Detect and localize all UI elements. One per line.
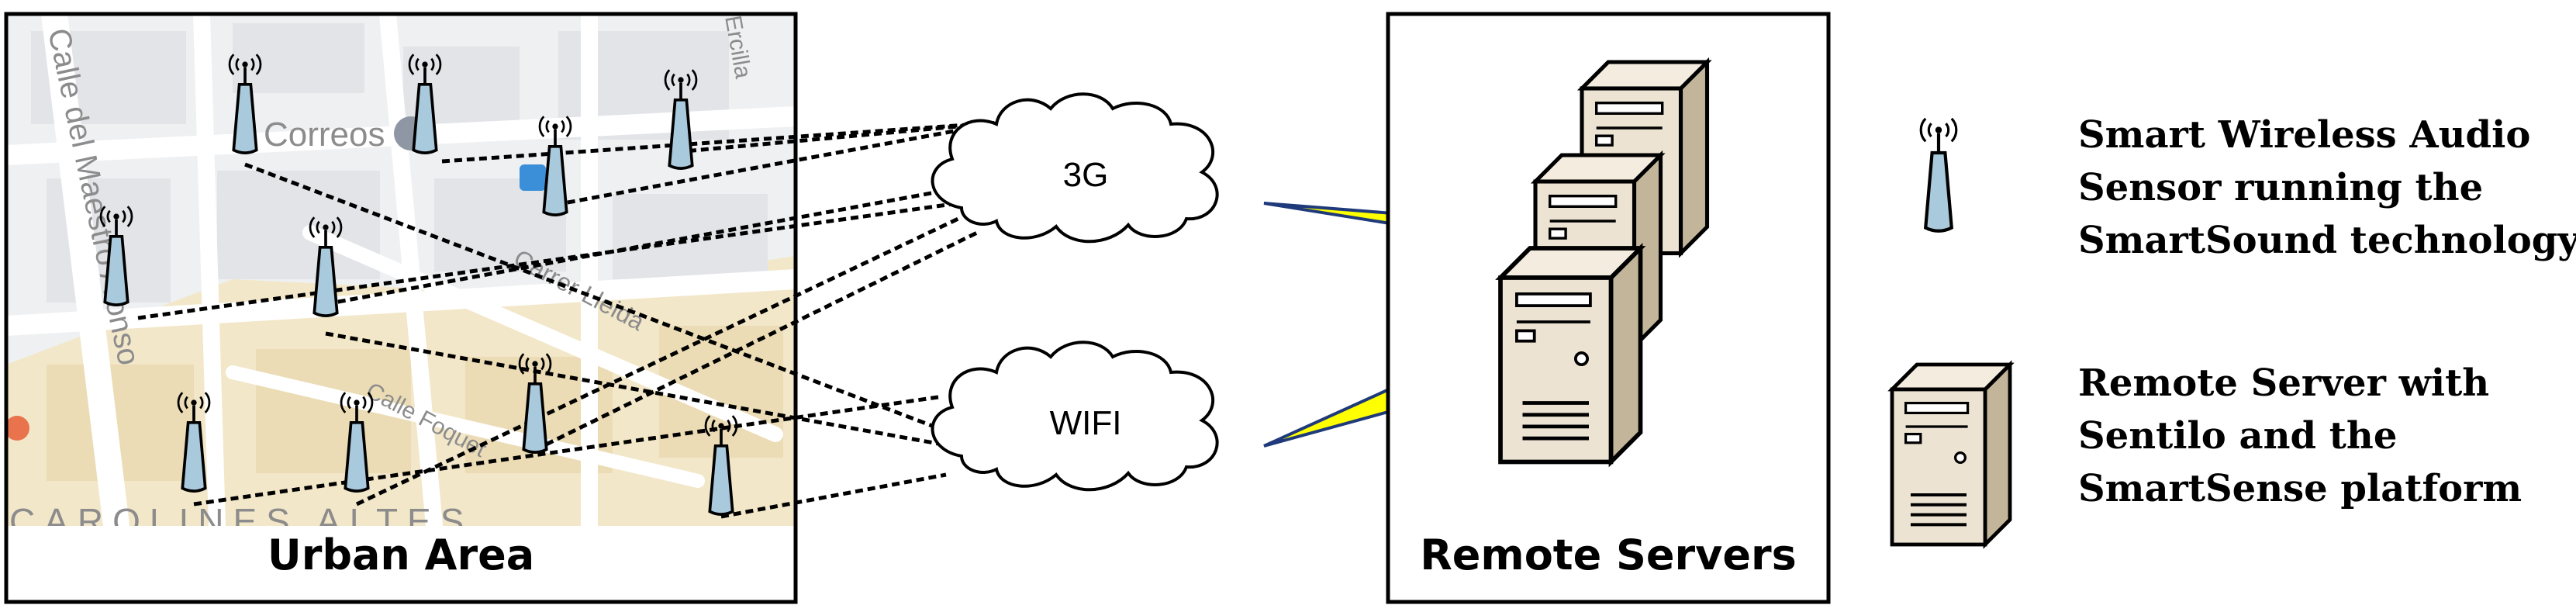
- link-sensor-to-3g: [675, 120, 1001, 154]
- legend-server-icon: [1887, 360, 2015, 549]
- link-sensor-to-wifi: [325, 331, 939, 446]
- sensor-antenna-icon: [538, 116, 572, 216]
- sensor-antenna-icon: [518, 353, 552, 454]
- link-sensor-to-3g: [534, 230, 979, 452]
- urban-area-frame: [4, 12, 798, 604]
- link-sensor-to-wifi: [193, 395, 939, 507]
- legend-server-line-2: Sentilo and the: [2078, 414, 2397, 458]
- cloud-wifi-label: WIFI: [1050, 404, 1122, 442]
- link-sensor-to-wifi: [720, 472, 947, 519]
- link-sensor-to-3g: [441, 120, 1001, 164]
- remote-servers-panel: Remote Servers: [1386, 12, 1831, 604]
- sensor-antenna-icon: [99, 206, 133, 306]
- remote-servers-title: Remote Servers: [1420, 531, 1797, 579]
- legend-sensor-line-2: Sensor running the: [2078, 166, 2483, 209]
- server-tower-icon: [1887, 360, 2015, 549]
- legend-sensor-icon: [1919, 117, 1958, 233]
- sensor-antenna-icon: [408, 54, 442, 154]
- legend-server-line-1: Remote Server with: [2078, 361, 2489, 405]
- sensor-antenna-icon: [1919, 117, 1958, 233]
- legend-sensor-line-1: Smart Wireless Audio: [2078, 113, 2530, 157]
- sensors: [99, 54, 738, 516]
- link-sensor-to-3g: [137, 199, 970, 320]
- map-label-district: CAROLINES ALTES: [9, 501, 473, 541]
- urban-area-panel: Calle del Maestro Alonso Correos Carrer …: [4, 12, 798, 604]
- cloud-3g-shape: [931, 92, 1219, 244]
- server-stack: [1495, 57, 1712, 468]
- cloud-wifi: WIFI: [931, 341, 1219, 492]
- sensor-antenna-icon: [704, 415, 738, 516]
- legend: Smart Wireless Audio Sensor running the …: [1887, 113, 2576, 549]
- server-tower-icon: [1495, 243, 1646, 468]
- legend-sensor-line-3: SmartSound technology: [2078, 219, 2576, 262]
- sensor-antenna-icon: [309, 216, 343, 317]
- sensor-antenna-icon: [664, 69, 698, 170]
- sensor-antenna-icon: [177, 392, 211, 493]
- cloud-3g-label: 3G: [1063, 156, 1109, 194]
- city-map-background: Calle del Maestro Alonso Correos Carrer …: [6, 14, 796, 541]
- sensor-antenna-icon: [340, 392, 374, 493]
- urban-area-title: Urban Area: [268, 531, 534, 579]
- sensor-links: [137, 120, 1001, 519]
- metro-marker-icon: [520, 164, 546, 191]
- map-label-post-office: Correos: [264, 116, 385, 154]
- cloud-wifi-shape: [931, 341, 1219, 492]
- link-sensor-to-3g: [554, 120, 1001, 207]
- sensor-antenna-icon: [228, 54, 262, 154]
- cloud-3g: 3G: [931, 92, 1219, 244]
- legend-server-line-3: SmartSense platform: [2078, 467, 2522, 510]
- map-pin-icon: [6, 416, 29, 441]
